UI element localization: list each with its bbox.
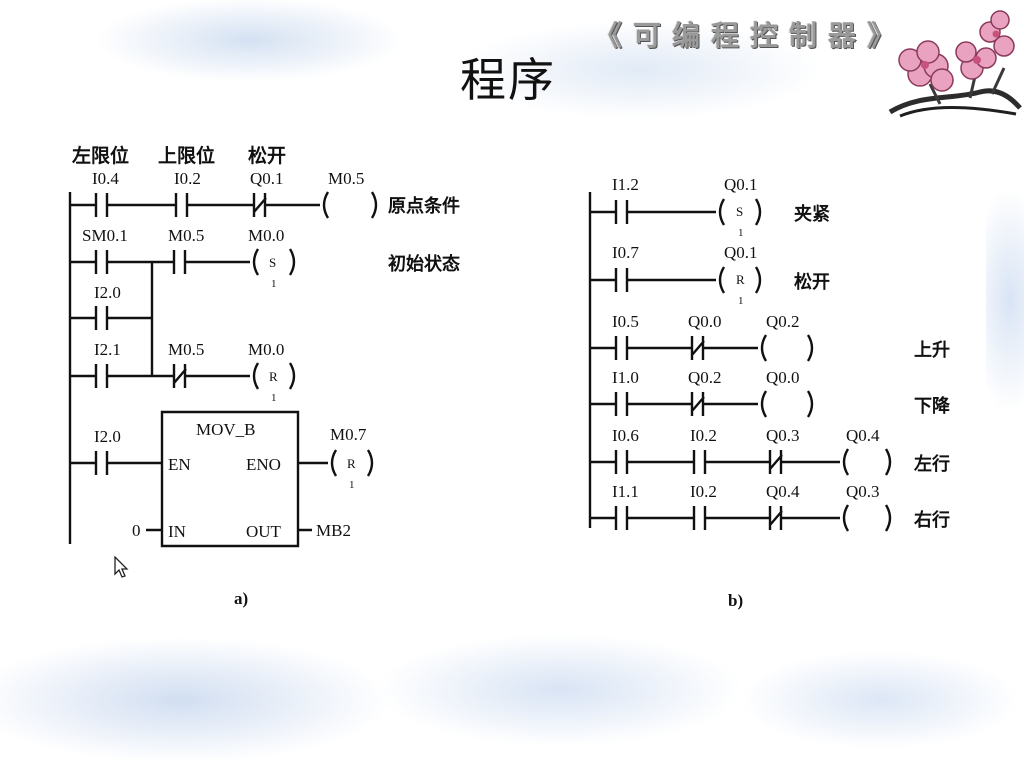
b-rung1-contact: I1.2: [612, 175, 639, 194]
mov-b-en: EN: [168, 455, 191, 474]
a-rung1-coil: M0.5: [328, 169, 364, 188]
header-upper-limit: 上限位: [158, 144, 215, 167]
mov-b-out-target: MB2: [316, 521, 351, 540]
b-rung3-comment: 上升: [914, 340, 950, 360]
a-rung4-coil: M0.0: [248, 340, 284, 359]
b-rung2-coil: Q0.1: [724, 243, 758, 262]
a-rung5-coil: M0.7: [330, 425, 367, 444]
a-rung1-comment: 原点条件: [388, 195, 460, 216]
b-rung5-contact-1: I0.6: [612, 426, 639, 445]
a-rung1-contact-1: I0.4: [92, 169, 119, 188]
course-header: 《可编程控制器》: [594, 19, 907, 52]
mouse-pointer-icon: [114, 556, 129, 578]
b-rung2-coil-type: R: [736, 272, 745, 287]
b-rung2-comment: 松开: [794, 271, 830, 292]
mov-b-in: IN: [168, 522, 186, 541]
header-left-limit: 左限位: [72, 144, 129, 167]
b-rung1-comment: 夹紧: [794, 203, 830, 224]
a-rung2-contact-1: SM0.1: [82, 226, 128, 245]
b-rung5-comment: 左行: [914, 453, 950, 474]
a-rung5-coil-type: R: [347, 456, 356, 471]
b-rung1-coil-type: S: [736, 204, 743, 219]
b-rung1-coil-count: 1: [738, 227, 744, 239]
mov-b-out: OUT: [246, 522, 282, 541]
b-rung3-contact-2: Q0.0: [688, 312, 722, 331]
b-rung3-contact-1: I0.5: [612, 312, 639, 331]
a-rung4-contact-1: I2.1: [94, 340, 121, 359]
ladder-diagrams-svg: 左限位 上限位 松开 I0.4 I0.2 Q0.1 M0.5 原点条件 SM0.…: [68, 144, 951, 610]
b-rung6-contact-1: I1.1: [612, 482, 639, 501]
a-rung5-contact: I2.0: [94, 427, 121, 446]
a-rung4-contact-2: M0.5: [168, 340, 204, 359]
a-rung4-coil-count: 1: [271, 392, 277, 404]
b-rung5-contact-2: I0.2: [690, 426, 717, 445]
mov-b-box-name: MOV_B: [196, 420, 256, 439]
a-rung2-comment: 初始状态: [388, 253, 460, 274]
a-rung3-contact: I2.0: [94, 283, 121, 302]
a-rung2-coil: M0.0: [248, 226, 284, 245]
a-rung4-coil-type: R: [269, 369, 278, 384]
flower-decoration-icon: [888, 10, 1022, 118]
a-rung1-contact-2: I0.2: [174, 169, 201, 188]
b-rung5-contact-3: Q0.3: [766, 426, 800, 445]
ladder-diagram-figure: 左限位 上限位 松开 I0.4 I0.2 Q0.1 M0.5 原点条件 SM0.…: [40, 120, 986, 622]
a-rung5-coil-count: 1: [349, 479, 355, 491]
b-rung4-comment: 下降: [914, 395, 951, 416]
b-rung2-contact: I0.7: [612, 243, 639, 262]
caption-b: b): [728, 591, 743, 610]
a-rung2-coil-type: S: [269, 255, 276, 270]
b-rung3-coil: Q0.2: [766, 312, 800, 331]
b-rung6-contact-3: Q0.4: [766, 482, 800, 501]
mov-b-eno: ENO: [246, 455, 281, 474]
caption-a: a): [234, 589, 248, 608]
b-rung6-comment: 右行: [914, 509, 950, 530]
b-rung5-coil: Q0.4: [846, 426, 880, 445]
slide-title: 程序: [460, 53, 556, 107]
a-rung1-contact-3: Q0.1: [250, 169, 284, 188]
a-rung2-coil-count: 1: [271, 278, 277, 290]
b-rung4-contact-2: Q0.2: [688, 368, 722, 387]
mov-b-in-value: 0: [132, 521, 141, 540]
a-rung2-contact-2: M0.5: [168, 226, 204, 245]
b-rung1-coil: Q0.1: [724, 175, 758, 194]
b-rung2-coil-count: 1: [738, 295, 744, 307]
b-rung6-contact-2: I0.2: [690, 482, 717, 501]
b-rung4-coil: Q0.0: [766, 368, 800, 387]
b-rung6-coil: Q0.3: [846, 482, 880, 501]
header-release: 松开: [248, 144, 286, 167]
b-rung4-contact-1: I1.0: [612, 368, 639, 387]
